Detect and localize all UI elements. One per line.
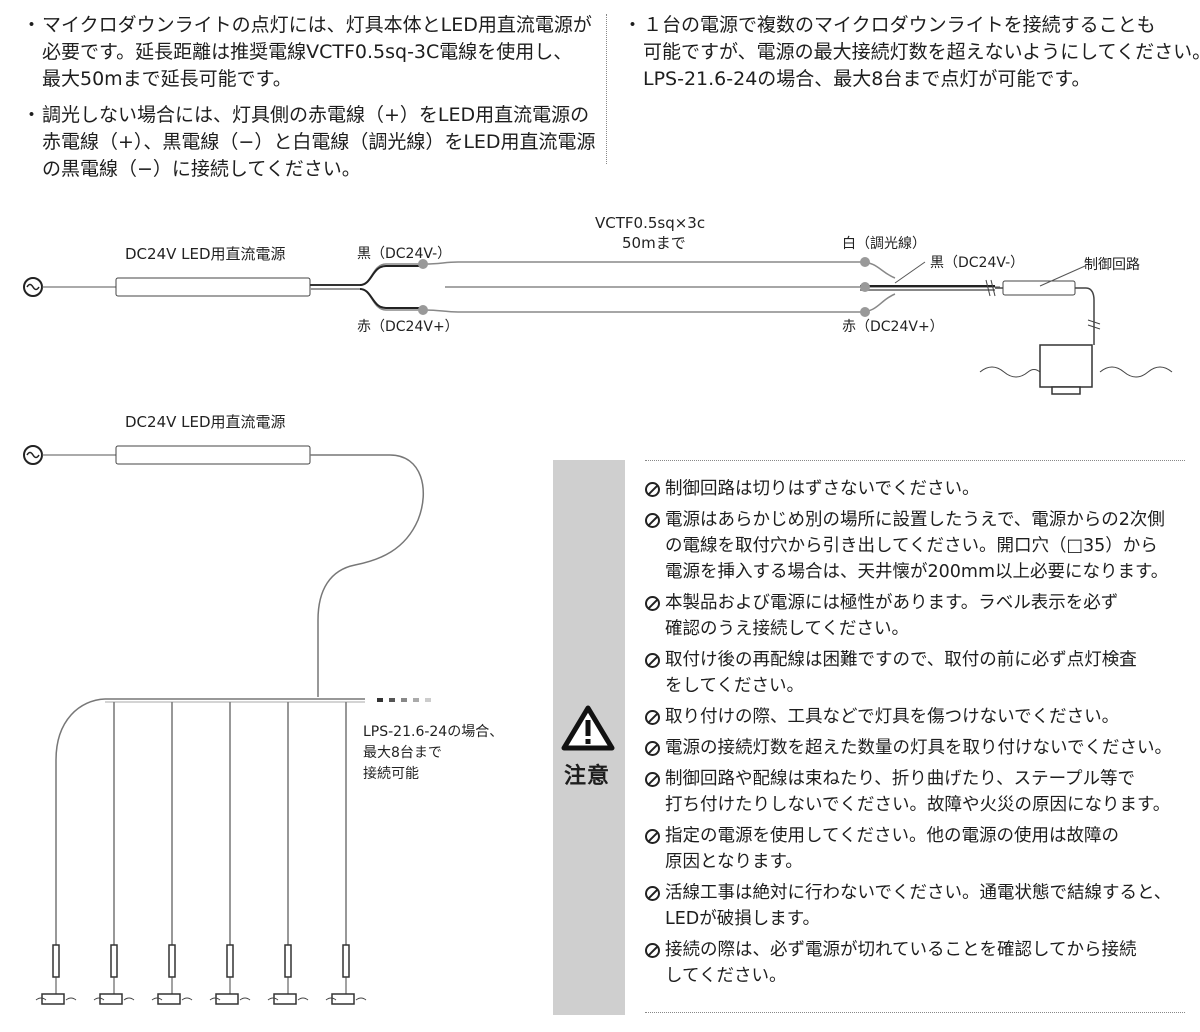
note-line: 必要です。延長距離は推奨電線VCTF0.5sq-3C電線を使用し、	[42, 41, 573, 63]
caution-item: 制御回路や配線は束ねたり、折り曲げたり、ステープル等で 打ち付けたりしないでくだ…	[645, 766, 1190, 818]
divider	[645, 460, 1185, 461]
caution-text: の電線を取付穴から引き出してください。開口穴（□35）から	[665, 536, 1158, 556]
caution-item: 指定の電源を使用してください。他の電源の使用は故障の 原因となります。	[645, 823, 1190, 875]
warning-triangle-icon	[561, 705, 615, 751]
capacity-note-line: LPS-21.6-24の場合、	[363, 724, 504, 740]
diagram1-power-supply-label: DC24V LED用直流電源	[125, 245, 286, 263]
caution-text: 電源の接続灯数を超えた数量の灯具を取り付けないでください。	[665, 738, 1172, 758]
caution-text: LEDが破損します。	[665, 909, 821, 929]
capacity-note-line: 最大8台まで	[363, 745, 442, 761]
column-divider	[606, 14, 607, 164]
light-unit	[325, 944, 367, 1005]
caution-item: 取り付けの際、工具などで灯具を傷つけないでください。	[645, 704, 1190, 730]
light-unit	[151, 944, 193, 1005]
caution-text: 取り付けの際、工具などで灯具を傷つけないでください。	[665, 707, 1120, 727]
caution-text: 接続の際は、必ず電源が切れていることを確認してから接続	[665, 940, 1137, 960]
control-circuit	[1002, 280, 1076, 296]
diagram1-power-supply	[115, 277, 311, 297]
bullet: ・	[623, 14, 643, 36]
prohibition-icon	[645, 596, 660, 611]
prohibition-icon	[645, 772, 660, 787]
note-line: １台の電源で複数のマイクロダウンライトを接続することも	[643, 14, 1156, 36]
diagram2-ac-source-icon	[23, 445, 43, 465]
prohibition-icon	[645, 886, 660, 901]
caution-text: 制御回路や配線は束ねたり、折り曲げたり、ステープル等で	[665, 769, 1136, 789]
diagram1-ac-source-icon	[23, 277, 43, 297]
black-wire-left-label: 黒（DC24V-）	[357, 246, 452, 262]
caution-text: 指定の電源を使用してください。他の電源の使用は故障の	[665, 826, 1119, 846]
caution-text: 確認のうえ接続してください。	[665, 619, 909, 639]
caution-item: 電源の接続灯数を超えた数量の灯具を取り付けないでください。	[645, 735, 1190, 761]
diagram2-power-supply	[115, 445, 311, 465]
note-line: マイクロダウンライトの点灯には、灯具本体とLED用直流電源が	[42, 14, 592, 36]
capacity-note-line: 接続可能	[363, 766, 419, 782]
prohibition-icon	[645, 482, 660, 497]
caution-text: 原因となります。	[665, 852, 803, 872]
bullet: ・	[22, 104, 42, 126]
caution-heading: 注意	[564, 764, 611, 789]
light-unit	[93, 944, 135, 1005]
caution-text: 制御回路は切りはずさないでください。	[665, 479, 980, 499]
light-unit	[209, 944, 251, 1005]
control-circuit-label: 制御回路	[1084, 257, 1140, 273]
caution-text: をしてください。	[665, 676, 804, 696]
note-line: 調光しない場合には、灯具側の赤電線（+）をLED用直流電源の	[42, 104, 590, 126]
cable-spec-label: VCTF0.5sq×3c	[595, 214, 706, 232]
prohibition-icon	[645, 513, 660, 528]
caution-item: 制御回路は切りはずさないでください。	[645, 476, 1190, 502]
white-wire-right-label: 白（調光線）	[842, 236, 926, 252]
caution-text: してください。	[665, 966, 787, 986]
cable-length-label: 50mまで	[622, 234, 686, 252]
prohibition-icon	[645, 943, 660, 958]
divider	[645, 1012, 1185, 1013]
downlight-fixture	[1039, 344, 1093, 388]
caution-item: 取付け後の再配線は困難ですので、取付の前に必ず点灯検査 をしてください。	[645, 647, 1190, 699]
red-wire-right-label: 赤（DC24V+）	[842, 319, 944, 335]
note-line: の黒電線（−）に接続してください。	[42, 158, 361, 180]
bullet: ・	[22, 14, 42, 36]
caution-text: 取付け後の再配線は困難ですので、取付の前に必ず点灯検査	[665, 650, 1137, 670]
note-line: 最大50mまで延長可能です。	[42, 68, 292, 90]
black-wire-right-label: 黒（DC24V-）	[930, 255, 1025, 271]
trunk-continuation	[377, 698, 431, 702]
caution-item: 接続の際は、必ず電源が切れていることを確認してから接続 してください。	[645, 937, 1190, 989]
caution-text: 活線工事は絶対に行わないでください。通電状態で結線すると、	[665, 883, 1172, 903]
prohibition-icon	[645, 741, 660, 756]
caution-text: 本製品および電源には極性があります。ラベル表示を必ず	[665, 593, 1119, 613]
red-wire-left-label: 赤（DC24V+）	[357, 319, 459, 335]
prohibition-icon	[645, 829, 660, 844]
note-right: ・ １台の電源で複数のマイクロダウンライトを接続することも 可能ですが、電源の最…	[623, 12, 1200, 93]
diagram2-power-supply-label: DC24V LED用直流電源	[125, 413, 286, 431]
note-line: LPS-21.6-24の場合、最大8台まで点灯が可能です。	[643, 68, 1091, 90]
caution-text: 電源を挿入する場合は、天井懐が200mm以上必要になります。	[665, 562, 1169, 582]
light-unit	[35, 944, 77, 1005]
caution-item: 電源はあらかじめ別の場所に設置したうえで、電源からの2次側 の電線を取付穴から引…	[645, 507, 1190, 585]
light-unit	[267, 944, 309, 1005]
prohibition-icon	[645, 653, 660, 668]
caution-item: 活線工事は絶対に行わないでください。通電状態で結線すると、 LEDが破損します。	[645, 880, 1190, 932]
note-line: 赤電線（+）、黒電線（−）と白電線（調光線）をLED用直流電源	[42, 131, 596, 153]
caution-text: 電源はあらかじめ別の場所に設置したうえで、電源からの2次側	[665, 510, 1165, 530]
note-left-1: ・ マイクロダウンライトの点灯には、灯具本体とLED用直流電源が 必要です。延長…	[22, 12, 592, 93]
note-left-2: ・ 調光しない場合には、灯具側の赤電線（+）をLED用直流電源の 赤電線（+）、…	[22, 102, 596, 183]
capacity-note: LPS-21.6-24の場合、 最大8台まで 接続可能	[363, 722, 503, 785]
caution-item: 本製品および電源には極性があります。ラベル表示を必ず 確認のうえ接続してください…	[645, 590, 1190, 642]
caution-text: 打ち付けたりしないでください。故障や火災の原因になります。	[665, 795, 1171, 815]
prohibition-icon	[645, 710, 660, 725]
caution-list: 制御回路は切りはずさないでください。 電源はあらかじめ別の場所に設置したうえで、…	[645, 476, 1190, 994]
note-line: 可能ですが、電源の最大接続灯数を超えないようにしてください。	[643, 41, 1200, 63]
